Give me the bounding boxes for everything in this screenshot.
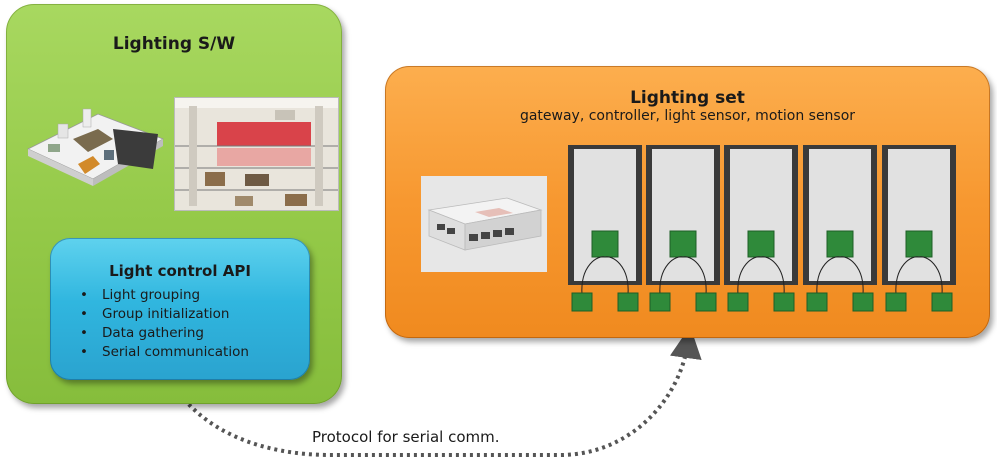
api-feature-item: Data gathering — [80, 324, 249, 343]
building-3d-render — [27, 108, 164, 186]
gateway-device-photo — [421, 176, 547, 272]
light-fixture-2 — [646, 145, 720, 312]
api-feature-item: Group initialization — [80, 305, 249, 324]
lighting-set-panel: Lighting set gateway, controller, light … — [385, 66, 990, 338]
light-fixture-3 — [724, 145, 798, 312]
api-feature-item: Light grouping — [80, 286, 249, 305]
light-fixture-1 — [568, 145, 642, 312]
lighting-software-panel: Lighting S/W Light control API Light gro… — [6, 4, 342, 404]
light-control-api-title: Light control API — [109, 262, 251, 280]
api-feature-item: Serial communication — [80, 343, 249, 362]
light-fixture-4 — [803, 145, 877, 312]
building-section-render — [174, 97, 339, 211]
lighting-software-title: Lighting S/W — [112, 34, 236, 54]
api-feature-list: Light grouping Group initialization Data… — [80, 286, 249, 362]
lighting-set-title: Lighting set — [630, 88, 745, 108]
light-fixture-5 — [882, 145, 956, 312]
protocol-label: Protocol for serial comm. — [312, 428, 500, 446]
lighting-set-subtitle: gateway, controller, light sensor, motio… — [519, 108, 856, 124]
light-control-api-box: Light control API Light grouping Group i… — [50, 238, 310, 380]
